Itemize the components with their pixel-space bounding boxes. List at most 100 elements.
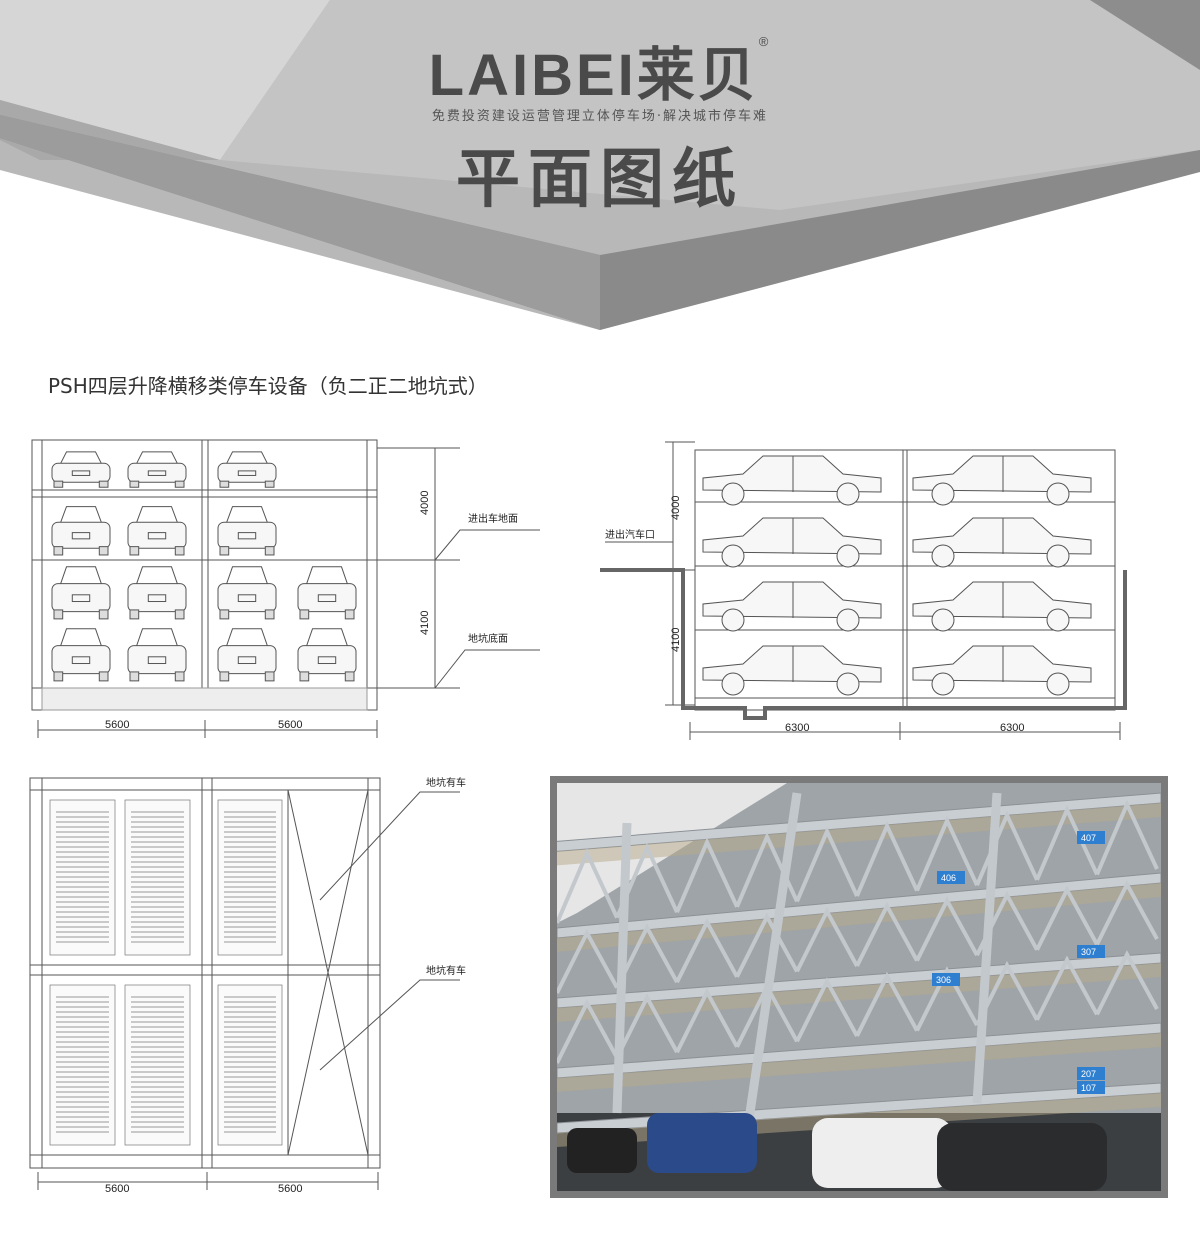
space-number-sign — [932, 973, 960, 986]
car-rear-view — [127, 628, 187, 682]
parking-structure-photo: 407 406 307 306 207 107 — [557, 783, 1161, 1191]
space-number-text: 407 — [1081, 833, 1096, 843]
dim-width-right: 5600 — [278, 719, 302, 731]
truss-brace — [735, 912, 799, 978]
truss-brace — [1035, 955, 1099, 1021]
car-blue — [647, 1113, 757, 1173]
car-rear-view — [51, 506, 111, 556]
car-side-view — [702, 581, 882, 632]
truss-brace — [855, 901, 919, 967]
dim-width-left: 5600 — [105, 719, 129, 731]
truss-brace — [1035, 804, 1099, 881]
truss-brace — [915, 815, 979, 892]
dim-width-right: 6300 — [1000, 722, 1024, 734]
truss-brace — [675, 987, 739, 1054]
car-rear-view — [217, 566, 277, 620]
truss-brace — [615, 923, 679, 989]
photo-frame: 407 406 307 306 207 107 — [550, 776, 1168, 1198]
dim-width-left: 6300 — [785, 722, 809, 734]
space-number-sign — [937, 871, 965, 884]
car-side-view — [702, 455, 882, 506]
parking-pallet-grate — [124, 799, 191, 956]
dim-width-left: 5600 — [105, 1183, 129, 1195]
parking-pallet-grate — [49, 984, 116, 1146]
parking-pallet-grate — [124, 984, 191, 1146]
dim-upper-height: 4000 — [670, 496, 682, 520]
space-number-text: 406 — [941, 873, 956, 883]
car-rear-view — [297, 628, 357, 682]
car-white — [812, 1118, 952, 1188]
label-pit-car-lower: 地坑有车 — [426, 964, 466, 977]
car-side-view — [912, 517, 1092, 568]
dim-pit-depth: 4100 — [670, 628, 682, 652]
side-section-drawing: 4000 4100 6300 6300 进出汽车口 — [600, 441, 1127, 740]
car-side-view — [912, 645, 1092, 696]
logo-text: LAIBEI莱贝 — [428, 43, 759, 108]
header-banner — [0, 0, 1200, 330]
car-side-view — [912, 581, 1092, 632]
plan-view-drawing: 5600 5600 地坑有车 地坑有车 — [29, 776, 466, 1195]
car-rear-view — [51, 451, 111, 488]
registered-mark: ® — [758, 34, 772, 49]
truss-brace — [975, 810, 1039, 886]
product-title: PSH四层升降横移类停车设备（负二正二地坑式） — [48, 374, 488, 398]
empty-bay-cross-b — [287, 789, 369, 1156]
car-rear-view — [217, 506, 277, 556]
car-rear-view — [217, 451, 277, 488]
truss-brace — [557, 998, 619, 1064]
truss-brace — [735, 982, 799, 1048]
space-number-text: 107 — [1081, 1083, 1096, 1093]
truss-brace — [855, 971, 919, 1037]
car-side-view — [702, 517, 882, 568]
car-side-view — [912, 455, 1092, 506]
pallet-deck — [557, 963, 1161, 1022]
space-number-sign — [1077, 1067, 1105, 1080]
car-dark — [567, 1128, 637, 1173]
truss-brace — [915, 966, 979, 1032]
space-number-text: 306 — [936, 975, 951, 985]
steel-column — [742, 792, 802, 1134]
page-heading: 平面图纸 — [456, 143, 744, 217]
truss-brace — [1095, 950, 1159, 1016]
truss-brace — [795, 977, 859, 1043]
truss-brace — [557, 928, 619, 994]
truss-brace — [557, 848, 619, 924]
brand-logo: LAIBEI莱贝® — [0, 28, 1200, 112]
truss-brace — [1035, 885, 1099, 951]
truss-brace — [615, 993, 679, 1059]
truss-brace — [975, 960, 1039, 1027]
car-rear-view — [51, 628, 111, 682]
space-number-text: 307 — [1081, 947, 1096, 957]
truss-brace — [855, 821, 919, 897]
pallet-deck — [557, 1033, 1161, 1092]
parking-pallet-grate — [49, 799, 116, 956]
parking-pallet-grate — [217, 984, 283, 1146]
steel-column — [612, 822, 632, 1114]
car-rear-view — [127, 451, 187, 488]
truss-brace — [915, 896, 979, 962]
front-elevation-drawing: 4000 4100 5600 5600 进出车地面 地坑底面 — [31, 439, 540, 738]
car-rear-view — [127, 506, 187, 556]
parking-pallet-grate — [217, 799, 283, 956]
truss-brace — [675, 837, 739, 913]
truss-brace — [795, 907, 859, 973]
truss-brace — [1095, 880, 1159, 946]
label-ground-level: 进出车地面 — [468, 512, 518, 525]
truss-brace — [795, 826, 859, 903]
dim-pit-depth: 4100 — [419, 611, 431, 635]
space-number-sign — [1077, 945, 1105, 958]
space-number-sign — [1077, 1081, 1105, 1094]
car-side-view — [702, 645, 882, 696]
label-pit-bottom: 地坑底面 — [468, 632, 508, 645]
car-rear-view — [51, 566, 111, 620]
truss-brace — [1095, 799, 1159, 876]
truss-brace — [675, 917, 739, 984]
label-entrance: 进出汽车口 — [605, 528, 655, 541]
car-rear-view — [217, 628, 277, 682]
truss-brace — [975, 890, 1039, 957]
truss-brace — [735, 831, 799, 908]
car-rear-view — [127, 566, 187, 620]
space-number-text: 207 — [1081, 1069, 1096, 1079]
truss-brace — [615, 842, 679, 919]
label-pit-car-upper: 地坑有车 — [426, 776, 466, 789]
